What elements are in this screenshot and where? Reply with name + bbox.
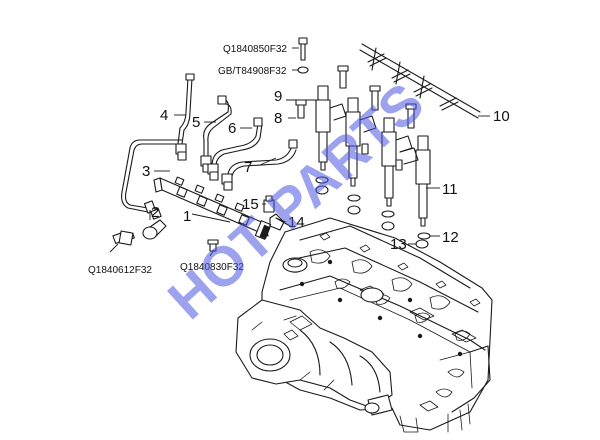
common-rail (142, 176, 272, 240)
callout-7: 7 (244, 159, 252, 176)
part-code-bolt-top: Q1840850F32 (223, 44, 287, 55)
injector-4 (399, 135, 431, 227)
callout-6: 6 (228, 120, 236, 137)
callout-4: 4 (160, 107, 168, 124)
callout-1: 1 (183, 208, 191, 225)
callout-10: 10 (493, 108, 510, 125)
callout-labels: 1 2 3 4 5 6 7 8 9 10 11 12 13 14 15 (142, 88, 510, 253)
injector-2 (345, 97, 377, 215)
callout-5: 5 (192, 114, 200, 131)
injector-1 (315, 85, 347, 195)
callout-15: 15 (242, 196, 259, 213)
fuel-pipe-4 (175, 73, 195, 161)
fuel-pipe-6 (207, 117, 263, 181)
top-bolt (297, 37, 309, 74)
fuel-pipe-5 (200, 95, 232, 173)
callout-9: 9 (274, 88, 282, 105)
callout-2: 2 (151, 204, 159, 221)
part-code-labels: Q1840850F32 GB/T84908F32 Q1840612F32 Q18… (88, 44, 287, 276)
small-parts (263, 195, 431, 249)
part-code-washer-top: GB/T84908F32 (218, 66, 287, 77)
bolt-lower-left (112, 230, 135, 246)
callout-3: 3 (142, 163, 150, 180)
fuel-pipe-3 (121, 139, 183, 220)
wire-bracket-10 (359, 43, 481, 119)
part-code-bolt-bracket: Q1840612F32 (88, 265, 152, 276)
part-code-bolt-rail: Q1840830F32 (180, 262, 244, 273)
callout-14: 14 (288, 214, 305, 231)
cylinder-head (235, 217, 493, 433)
leader-lines (109, 47, 490, 257)
callout-8: 8 (274, 110, 282, 127)
callout-12: 12 (442, 229, 459, 246)
callout-13: 13 (390, 236, 407, 253)
callout-11: 11 (442, 181, 458, 198)
